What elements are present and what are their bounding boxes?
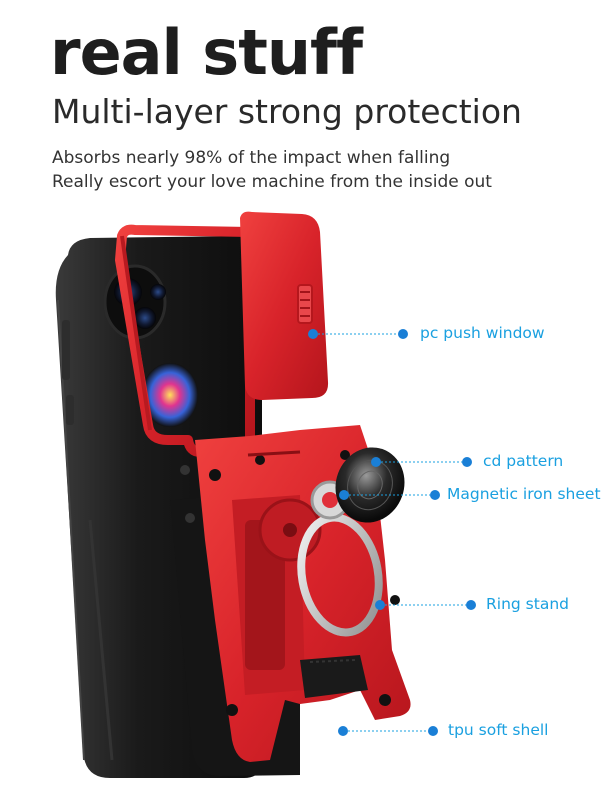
description-line-1: Absorbs nearly 98% of the impact when fa… <box>52 148 451 168</box>
pc-push-window <box>240 211 329 400</box>
label-tpu-soft-shell: tpu soft shell <box>448 721 549 739</box>
callout-ring-stand <box>375 600 476 610</box>
cover-screen <box>142 363 198 427</box>
callout-cd-pattern <box>371 457 472 467</box>
subheadline: Multi-layer strong protection <box>52 92 522 131</box>
description-line-2: Really escort your love machine from the… <box>52 172 492 192</box>
label-magnetic-iron-sheet: Magnetic iron sheet <box>447 485 601 503</box>
headline: real stuff <box>50 16 363 89</box>
callout-magnetic-iron-sheet <box>339 490 440 500</box>
label-ring-stand: Ring stand <box>486 595 569 613</box>
callout-tpu-soft-shell <box>338 726 438 736</box>
label-pc-push-window: pc push window <box>420 324 545 342</box>
callout-pc-push-window <box>308 329 408 339</box>
label-cd-pattern: cd pattern <box>483 452 564 470</box>
